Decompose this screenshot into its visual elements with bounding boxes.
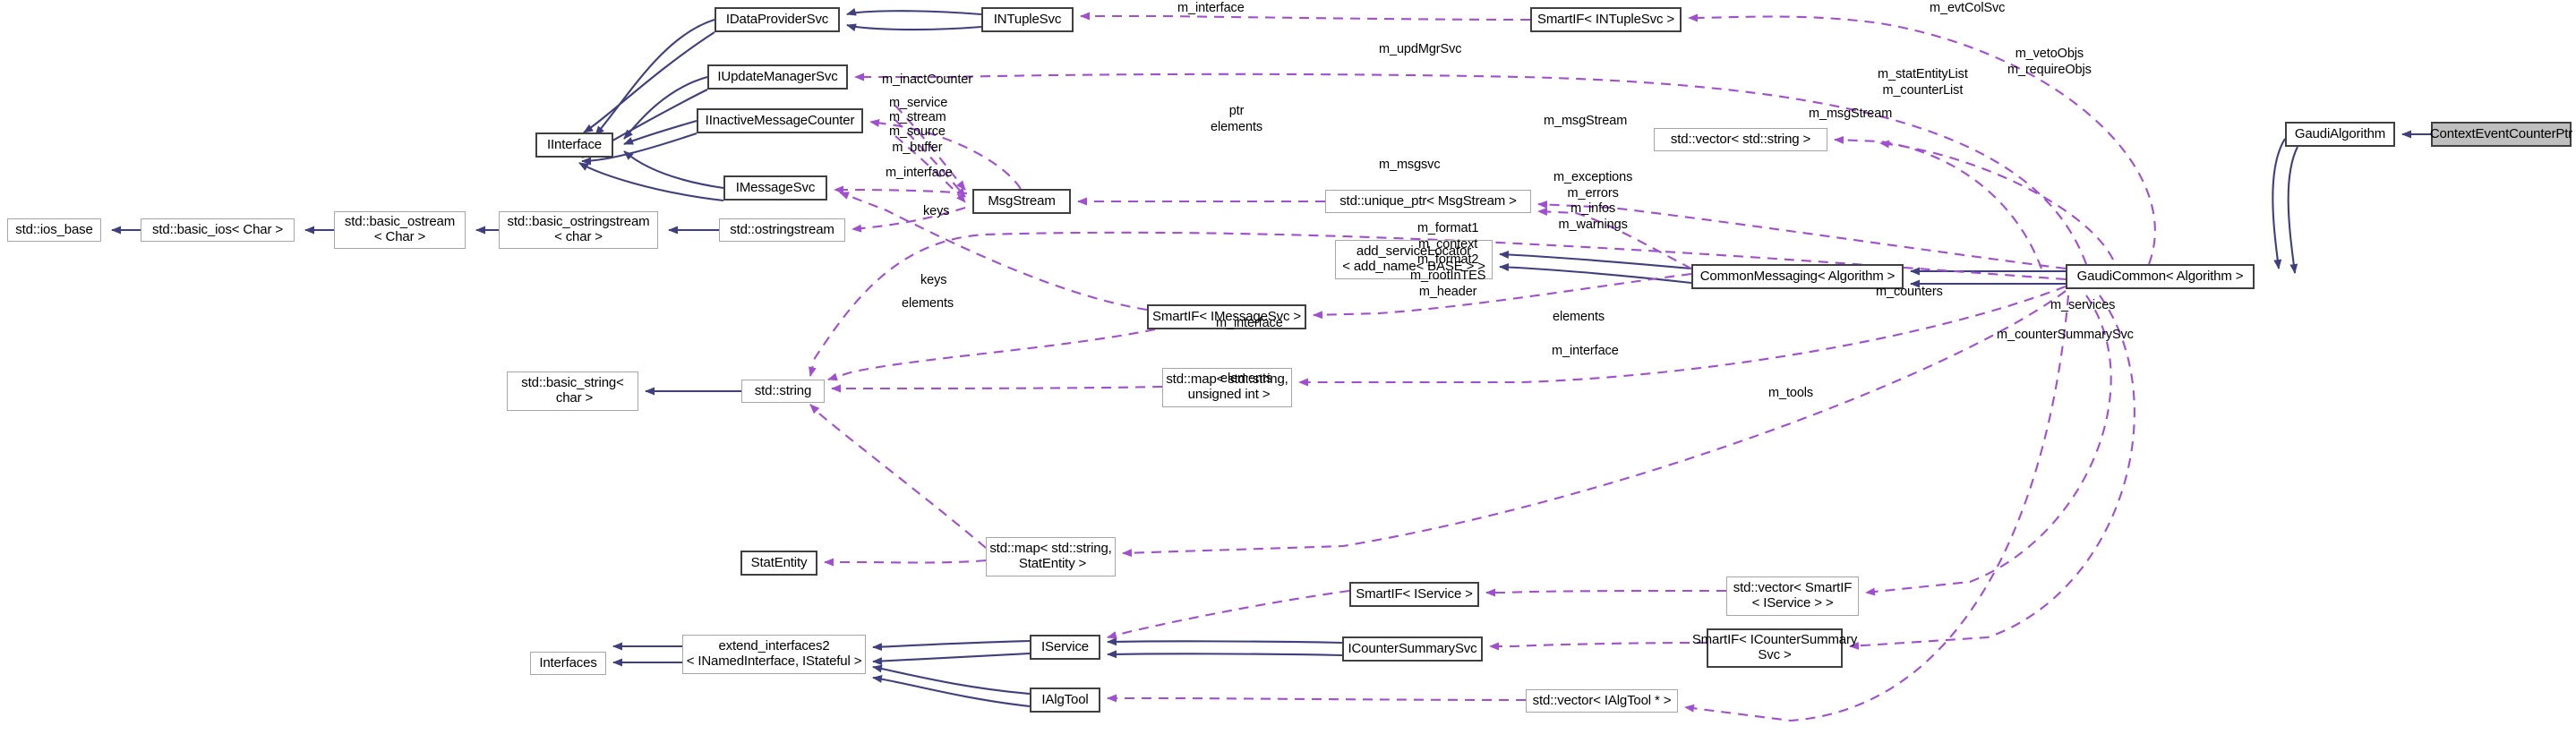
edge-label-m-msgstream-mid: m_msgStream xyxy=(1544,114,1628,128)
node-smartif-icountersummarysvc[interactable]: SmartIF< ICounterSummary Svc > xyxy=(1692,628,1857,668)
edge-label-m-countersummarysvc: m_counterSummarySvc xyxy=(1997,328,2134,342)
node-imessagesvc[interactable]: IMessageSvc xyxy=(723,175,827,201)
node-extend-interfaces2[interactable]: extend_interfaces2 < INamedInterface, IS… xyxy=(682,635,866,674)
edge-label-m-services: m_services xyxy=(2050,298,2116,312)
node-iinactivemessagecounter[interactable]: IInactiveMessageCounter xyxy=(697,108,863,133)
edge-label-keys-upper: keys xyxy=(923,204,950,218)
edge-label-elements-statentity: elements xyxy=(902,296,954,311)
node-std-string[interactable]: std::string xyxy=(741,380,825,403)
edge-label-m-interface-service: m_interface xyxy=(1216,316,1283,330)
node-commonmessaging-algorithm[interactable]: CommonMessaging< Algorithm > xyxy=(1691,264,1904,289)
node-std-unique-ptr-msgstream[interactable]: std::unique_ptr< MsgStream > xyxy=(1325,190,1531,213)
edge-label-m-statentitylist: m_statEntityList m_counterList xyxy=(1878,67,1968,98)
edge-label-ptr-elements: ptr elements xyxy=(1211,104,1263,134)
edge-label-m-interface-left: m_interface xyxy=(886,166,953,180)
edge-label-m-evtcolsvc: m_evtColSvc xyxy=(1930,1,2006,15)
edge-label-m-counters: m_counters xyxy=(1876,285,1943,299)
node-interfaces[interactable]: Interfaces xyxy=(530,652,606,675)
node-std-basic-string-char[interactable]: std::basic_string< char > xyxy=(507,372,638,411)
edge-label-m-tools: m_tools xyxy=(1768,386,1814,400)
edge-label-m-vetoobjs: m_vetoObjs m_requireObjs xyxy=(2007,47,2092,77)
edge-label-m-format1: m_format1 m_context m_format2 m_rootInTE… xyxy=(1410,221,1486,299)
node-std-ios-base[interactable]: std::ios_base xyxy=(7,218,101,242)
edge-label-m-interface-counter: m_interface xyxy=(1552,344,1619,358)
node-std-map-string-statentity[interactable]: std::map< std::string, StatEntity > xyxy=(986,537,1116,576)
edge-label-elements-vecsmartif: elements xyxy=(1553,310,1605,324)
node-intuplesvc[interactable]: INTupleSvc xyxy=(981,7,1074,32)
edge-label-m-msgstream-right: m_msgStream xyxy=(1809,107,1893,121)
node-std-vector-std-string[interactable]: std::vector< std::string > xyxy=(1654,128,1827,151)
edge-label-m-inactcounter: m_inactCounter xyxy=(882,73,972,87)
node-msgstream[interactable]: MsgStream xyxy=(972,189,1071,214)
node-smartif-intuplesvc[interactable]: SmartIF< INTupleSvc > xyxy=(1530,7,1682,32)
node-std-basic-ostringstream[interactable]: std::basic_ostringstream < char > xyxy=(499,211,658,249)
node-gaudialgorithm[interactable]: GaudiAlgorithm xyxy=(2285,122,2395,147)
edge-label-m-source-m-buffer: m_source m_buffer xyxy=(889,124,946,155)
edge-label-m-msgsvc: m_msgsvc xyxy=(1379,158,1441,172)
edge-label-m-interface-ntuple: m_interface xyxy=(1177,1,1245,15)
node-smartif-iservice[interactable]: SmartIF< IService > xyxy=(1349,582,1479,607)
edge-label-m-exceptions: m_exceptions m_errors m_infos m_warnings xyxy=(1553,170,1633,233)
node-gaudicommon-algorithm[interactable]: GaudiCommon< Algorithm > xyxy=(2066,264,2255,289)
node-std-vector-smartif-iservice[interactable]: std::vector< SmartIF < IService > > xyxy=(1726,576,1859,616)
node-statentity[interactable]: StatEntity xyxy=(740,551,817,576)
edge-label-elements-algtool: elements xyxy=(1220,372,1273,386)
node-iinterface[interactable]: IInterface xyxy=(535,132,613,158)
node-idataprovidersvc[interactable]: IDataProviderSvc xyxy=(715,7,840,32)
node-ialgtool[interactable]: IAlgTool xyxy=(1030,687,1100,713)
edge-label-keys-lower: keys xyxy=(920,273,947,287)
node-iupdatemanagersvc[interactable]: IUpdateManagerSvc xyxy=(707,64,848,90)
edge-label-m-updmgrsvc: m_updMgrSvc xyxy=(1379,42,1462,56)
node-std-vector-ialgtool-ptr[interactable]: std::vector< IAlgTool * > xyxy=(1526,689,1678,713)
node-std-basic-ostream[interactable]: std::basic_ostream < Char > xyxy=(334,211,466,249)
node-std-ostringstream[interactable]: std::ostringstream xyxy=(719,218,845,242)
node-iservice[interactable]: IService xyxy=(1030,635,1100,660)
node-std-basic-ios[interactable]: std::basic_ios< Char > xyxy=(141,218,295,242)
node-contexteventcounterptr[interactable]: ContextEventCounterPtr xyxy=(2430,122,2572,147)
node-icountersummarysvc[interactable]: ICounterSummarySvc xyxy=(1342,636,1483,662)
